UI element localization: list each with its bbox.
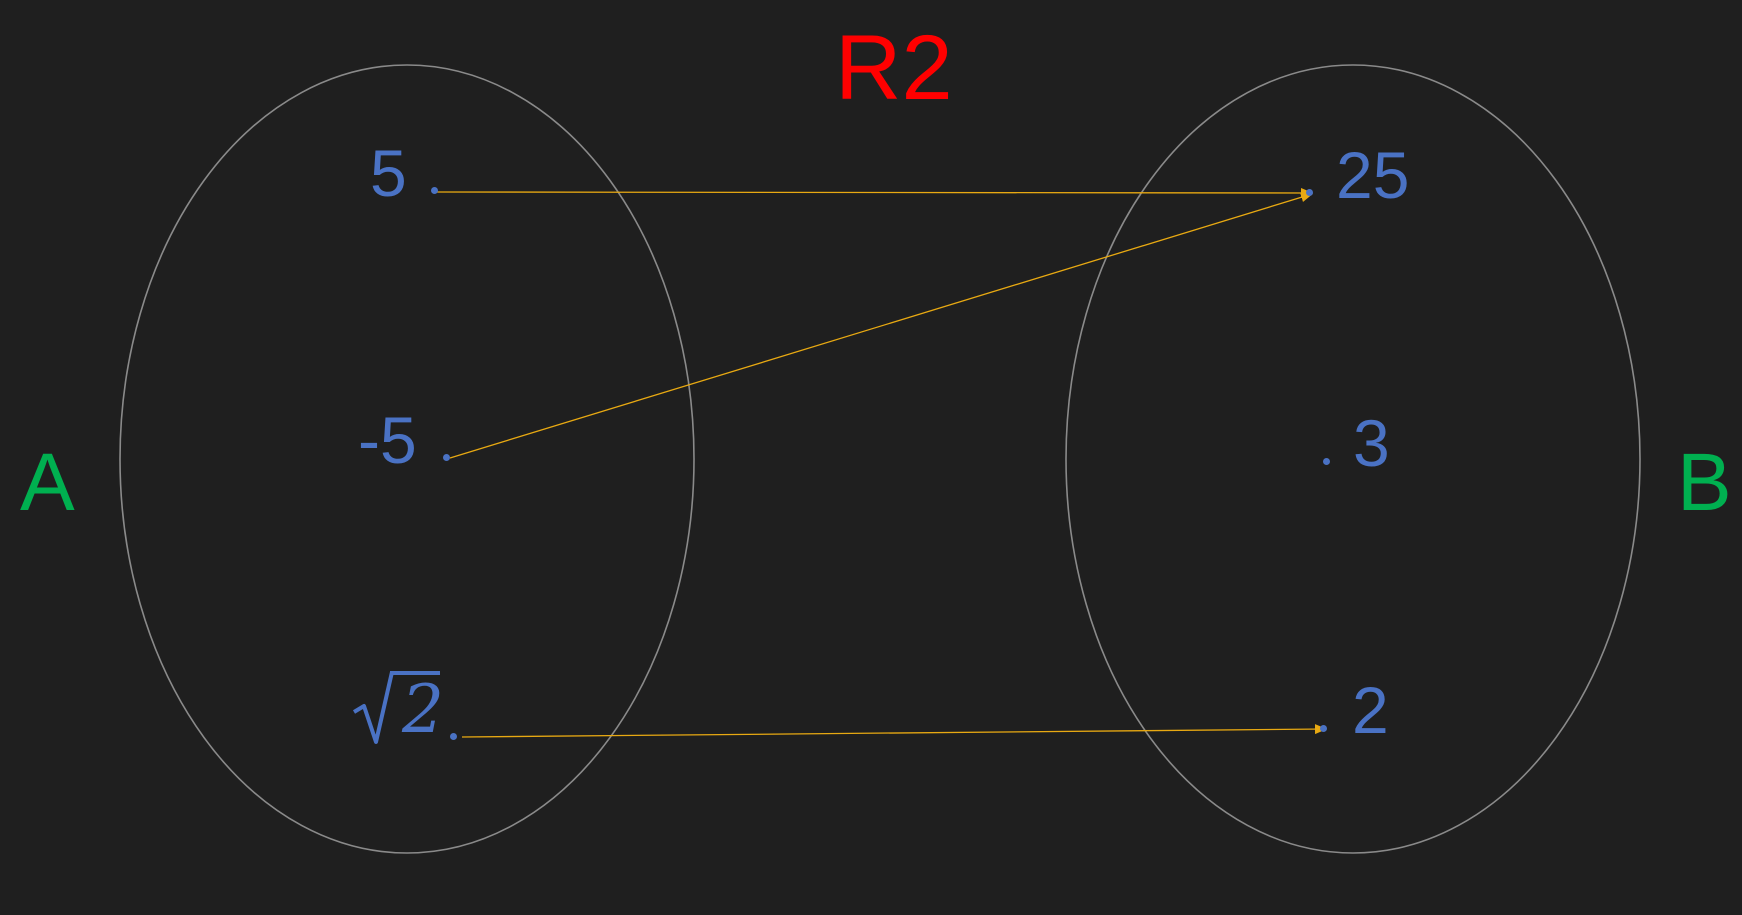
arrow-5-to-25 (434, 187, 1313, 198)
set-b-label: B (1677, 437, 1732, 528)
set-a-point-neg5 (443, 454, 450, 461)
sqrt-argument: 2 (402, 671, 444, 748)
arrow-sqrt2-to-2 (461, 724, 1327, 738)
set-b-element-3: 3 (1353, 406, 1390, 480)
set-b-element-2: 2 (1352, 673, 1389, 747)
set-a-point-5 (431, 187, 438, 194)
set-b-ellipse (1065, 64, 1641, 854)
relation-title: R2 (835, 17, 953, 119)
square-root-bar (390, 671, 440, 675)
set-a-ellipse (119, 64, 695, 854)
set-a-point-sqrt2 (450, 733, 457, 740)
set-b-element-25: 25 (1336, 138, 1410, 212)
set-b-point-3 (1323, 458, 1330, 465)
set-a-label: A (20, 437, 75, 528)
set-b-point-2 (1320, 725, 1327, 732)
set-a-element-neg5: -5 (358, 403, 417, 477)
arrow-neg5-to-25 (449, 192, 1313, 459)
set-a-element-5: 5 (370, 136, 407, 210)
square-root-icon (352, 671, 394, 744)
set-b-point-25 (1306, 189, 1313, 196)
